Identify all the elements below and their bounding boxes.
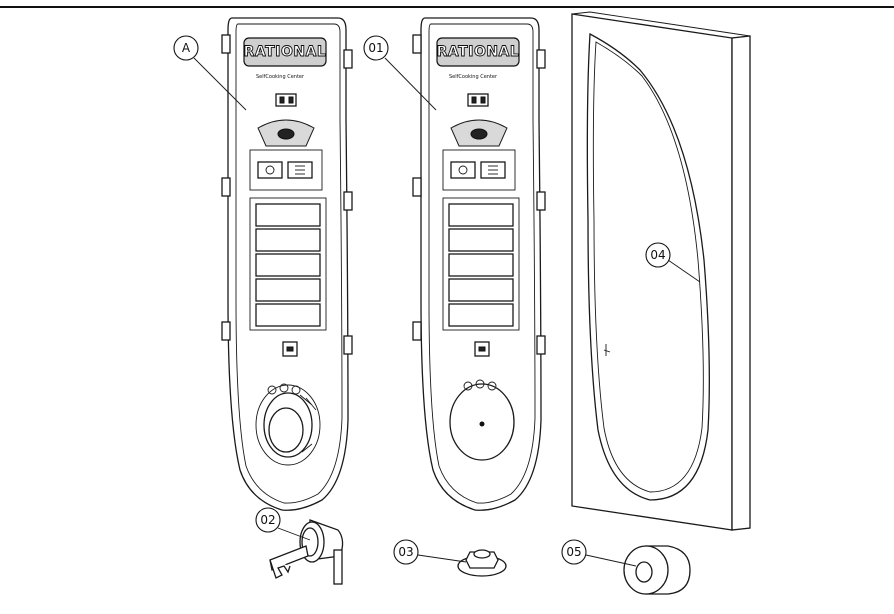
panel-subtitle-a: SelfCooking Center (256, 74, 305, 80)
callout-label-02: 02 (260, 513, 275, 527)
callout-02: 02 (255, 507, 311, 541)
panel-a-tab (221, 34, 231, 54)
clock-icon-a (257, 161, 283, 179)
hex-nut-03 (457, 549, 507, 577)
callout-label-05: 05 (566, 545, 581, 559)
callout-a: A (173, 35, 247, 111)
key-lock-02 (269, 519, 344, 585)
brand-logo-text-a: RATIONAL (244, 44, 327, 60)
callout-03: 03 (393, 539, 467, 565)
brand-badge-a (243, 37, 327, 67)
gasket-frame-04 (571, 11, 751, 531)
callout-01: 01 (363, 35, 437, 111)
callout-label-01: 01 (368, 41, 383, 55)
spacer-05 (623, 545, 691, 595)
lock-shaft (333, 549, 343, 585)
display-window-a-1 (255, 203, 321, 227)
callout-04: 04 (645, 242, 701, 283)
callout-label-04: 04 (650, 248, 665, 262)
callout-label-a: A (182, 41, 191, 55)
brand-logo-text-01: RATIONAL (437, 44, 520, 60)
callout-label-03: 03 (398, 545, 413, 559)
control-panel-assembly-a: RATIONAL SelfCooking Center (221, 17, 353, 511)
panel-cover-01: RATIONAL SelfCooking Center (412, 17, 546, 511)
panel-subtitle-01: SelfCooking Center (449, 74, 498, 80)
callout-05: 05 (561, 539, 637, 567)
